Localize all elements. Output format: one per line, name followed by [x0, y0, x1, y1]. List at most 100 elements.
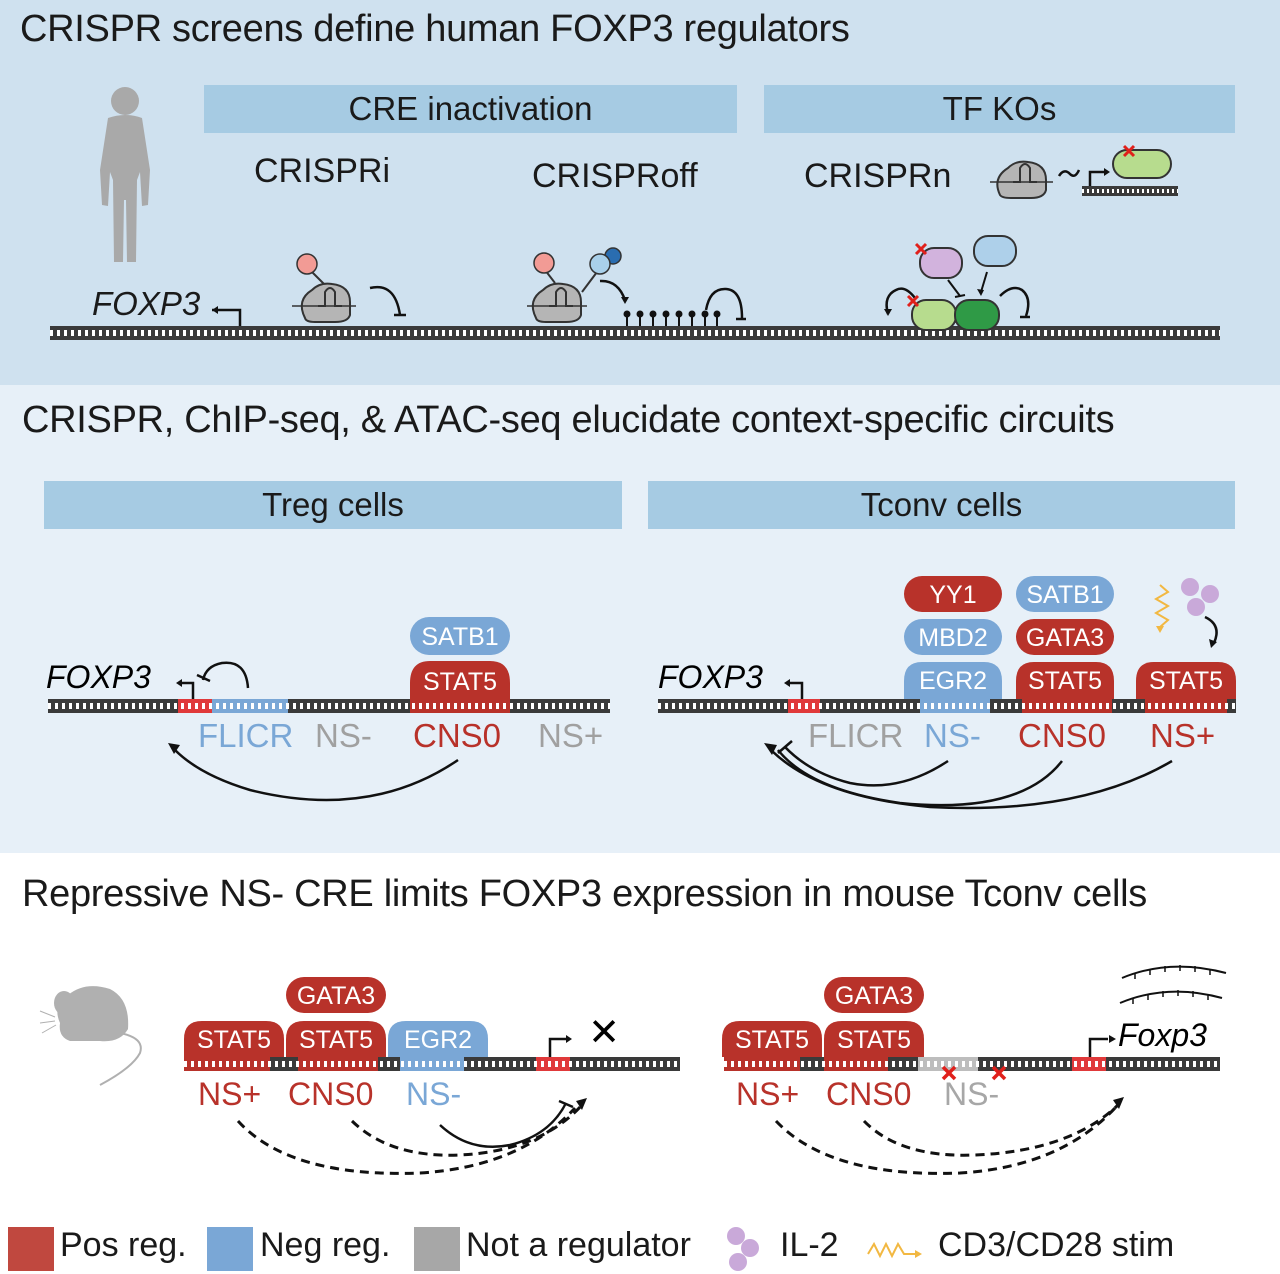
region-ns-minus: NS- — [315, 717, 372, 754]
region-ns-minus: NS- — [406, 1076, 461, 1112]
tf-protein-icon — [1112, 149, 1172, 179]
region-ns-plus: NS+ — [736, 1076, 799, 1112]
dnmt-domain-icon — [589, 253, 611, 275]
section1-diagram — [50, 87, 1220, 340]
red-square-icon — [8, 1227, 54, 1271]
method-crisproff: CRISPRoff — [532, 157, 698, 195]
factor-stat5-nsplus: STAT5 — [184, 1021, 284, 1057]
factor-gata3: GATA3 — [286, 977, 386, 1013]
cas9-icon — [990, 160, 1053, 199]
tconv-dna-track — [658, 699, 1236, 713]
section-crispr-screens: CRISPR screens define human FOXP3 regula… — [0, 0, 1280, 385]
factor-satb1: SATB1 — [410, 617, 510, 655]
band-tf-kos: TF KOs — [764, 85, 1235, 133]
section3-diagram: GATA3 STAT5 STAT5 EGR2 ✕ NS+ CNS0 NS- — [39, 965, 1227, 1175]
dcas9-krab-icon — [292, 253, 356, 323]
methylation-marks-icon — [623, 310, 721, 326]
region-ns-minus: NS- — [944, 1076, 999, 1112]
factor-gata3: GATA3 — [1016, 619, 1114, 655]
expression-blocked-icon: ✕ — [588, 1012, 620, 1054]
factor-gata3: GATA3 — [824, 977, 924, 1013]
tss-arrow-icon — [212, 308, 242, 326]
factor-stat5-nsplus: STAT5 — [1136, 662, 1236, 699]
band-tconv-cells: Tconv cells — [648, 481, 1235, 529]
legend-label: Pos reg. — [60, 1226, 187, 1264]
band-treg-cells: Treg cells — [44, 481, 622, 529]
svg-text:STAT5: STAT5 — [837, 1026, 911, 1054]
svg-text:GATA3: GATA3 — [1026, 624, 1104, 652]
knockout-x-icon — [906, 242, 928, 308]
method-crisprn: CRISPRn — [804, 157, 952, 195]
factor-stat5-cns0: STAT5 — [824, 1021, 924, 1057]
tf-cluster-icon — [884, 235, 1030, 331]
krab-domain-icon — [296, 253, 318, 275]
svg-text:GATA3: GATA3 — [297, 982, 375, 1010]
svg-text:GATA3: GATA3 — [835, 982, 913, 1010]
gray-square-icon — [414, 1227, 460, 1271]
ko-dna-track — [724, 1057, 1220, 1071]
section-context-circuits: CRISPR, ChIP-seq, & ATAC-seq elucidate c… — [0, 385, 1280, 853]
section-mouse-tconv: Repressive NS- CRE limits FOXP3 expressi… — [0, 853, 1280, 1274]
svg-text:STAT5: STAT5 — [197, 1026, 271, 1054]
factor-egr2: EGR2 — [904, 662, 1002, 699]
tf-protein-icon — [973, 235, 1017, 267]
region-cns0: CNS0 — [288, 1076, 373, 1112]
tf-protein-icon — [954, 299, 1000, 331]
human-silhouette-icon — [100, 87, 150, 262]
il2-dots-icon — [727, 1227, 759, 1271]
section-title: CRISPR, ChIP-seq, & ATAC-seq elucidate c… — [22, 399, 1115, 441]
section2-diagram: FOXP3 SATB1 STAT5 FLICR NS- CNS0 NS+ FOX… — [46, 576, 1236, 810]
factor-mbd2: MBD2 — [904, 619, 1002, 655]
wt-dna-track — [184, 1057, 680, 1071]
il2-icon — [1181, 578, 1219, 616]
region-flicr: FLICR — [198, 717, 293, 754]
section-title: CRISPR screens define human FOXP3 regula… — [20, 8, 850, 50]
region-cns0: CNS0 — [413, 717, 501, 754]
region-ns-minus: NS- — [924, 717, 981, 754]
svg-text:MBD2: MBD2 — [918, 624, 987, 652]
region-cns0: CNS0 — [1018, 717, 1106, 754]
legend-label: CD3/CD28 stim — [938, 1226, 1175, 1264]
factor-stat5-cns0: STAT5 — [1016, 662, 1114, 699]
svg-text:YY1: YY1 — [929, 581, 976, 609]
svg-text:STAT5: STAT5 — [1149, 667, 1223, 695]
region-cns0: CNS0 — [826, 1076, 911, 1112]
mouse-silhouette-icon — [39, 986, 142, 1086]
factor-stat5-cns0: STAT5 — [286, 1021, 386, 1057]
svg-text:SATB1: SATB1 — [1026, 581, 1103, 609]
svg-text:EGR2: EGR2 — [404, 1026, 472, 1054]
svg-text:STAT5: STAT5 — [299, 1026, 373, 1054]
section-title: Repressive NS- CRE limits FOXP3 expressi… — [22, 873, 1147, 915]
region-ns-plus: NS+ — [1150, 717, 1215, 754]
stim-squiggle-icon — [867, 1241, 922, 1259]
dcas9-crisproff-icon — [527, 247, 622, 323]
region-flicr: FLICR — [808, 717, 903, 754]
mrna-transcripts-icon — [1119, 965, 1227, 1004]
legend-label: Neg reg. — [260, 1226, 391, 1264]
stim-squiggle-icon — [1154, 584, 1170, 633]
gene-label-foxp3: FOXP3 — [46, 659, 151, 695]
treg-dna-track — [48, 699, 610, 713]
legend: Pos reg. Neg reg. Not a regulator IL-2 C… — [0, 1224, 1280, 1274]
svg-text:STAT5: STAT5 — [735, 1026, 809, 1054]
blue-square-icon — [207, 1227, 253, 1271]
svg-text:EGR2: EGR2 — [919, 667, 987, 695]
svg-text:STAT5: STAT5 — [423, 668, 497, 696]
factor-egr2: EGR2 — [388, 1021, 488, 1057]
tf-protein-icon — [919, 247, 963, 279]
factor-stat5-nsplus: STAT5 — [722, 1021, 822, 1057]
band-cre-inactivation: CRE inactivation — [204, 85, 737, 133]
gene-label-foxp3: Foxp3 — [1118, 1017, 1207, 1053]
svg-text:STAT5: STAT5 — [1028, 667, 1102, 695]
legend-label: Not a regulator — [466, 1226, 691, 1264]
region-ns-plus: NS+ — [538, 717, 603, 754]
gene-label-foxp3: FOXP3 — [92, 285, 201, 322]
gene-label-foxp3: FOXP3 — [658, 659, 763, 695]
factor-stat5: STAT5 — [410, 661, 510, 699]
knockout-x-icon — [1122, 144, 1136, 158]
knockout-x-icon — [941, 1065, 1007, 1081]
legend-label: IL-2 — [780, 1226, 839, 1264]
krab-domain-icon — [533, 252, 555, 274]
factor-satb1: SATB1 — [1016, 576, 1114, 612]
svg-text:SATB1: SATB1 — [421, 623, 498, 651]
